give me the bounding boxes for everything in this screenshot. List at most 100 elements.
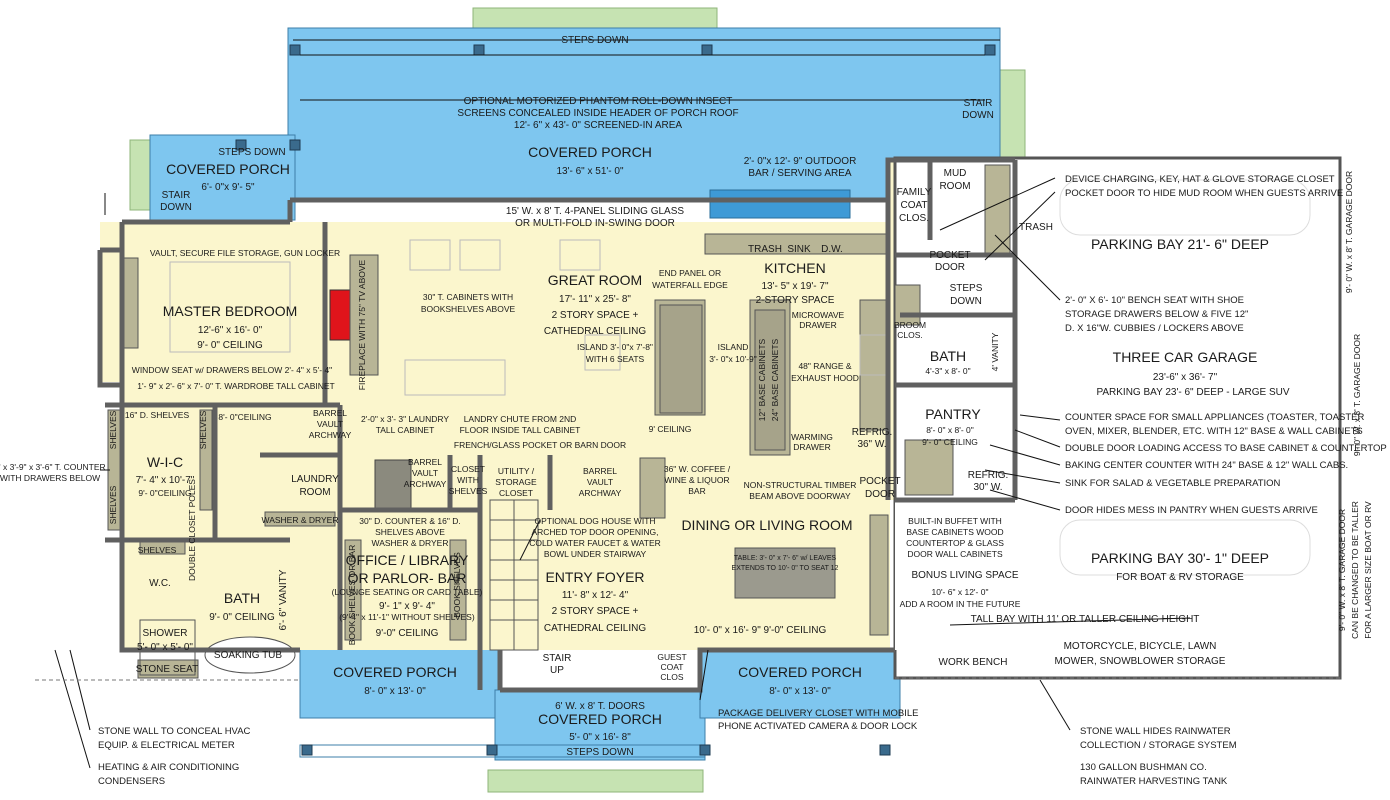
label-coffee-bar: 36" W. COFFEE / xyxy=(664,464,731,474)
svg-text:9'- 0" CEILING: 9'- 0" CEILING xyxy=(197,340,263,351)
label-dog-house: OPTIONAL DOG HOUSE WITH xyxy=(534,516,655,526)
labels: STEPS DOWN STAIR DOWN OPTIONAL MOTORIZED… xyxy=(0,35,1387,787)
svg-text:WITH DRAWERS BELOW: WITH DRAWERS BELOW xyxy=(0,473,100,483)
label-guest-coat: GUEST xyxy=(657,652,686,662)
svg-text:BOWL UNDER STAIRWAY: BOWL UNDER STAIRWAY xyxy=(544,549,647,559)
svg-text:COAT: COAT xyxy=(661,662,684,672)
label-laundry-cab: 2'-0" x 3'- 3" LAUNDRY xyxy=(361,414,449,424)
label-parking-23: PARKING BAY 23'- 6" DEEP - LARGE SUV xyxy=(1096,387,1289,398)
svg-text:DRAWER: DRAWER xyxy=(799,320,836,330)
label-trash: TRASH xyxy=(748,244,782,255)
label-package: PACKAGE DELIVERY CLOSET WITH MOBILE xyxy=(718,708,918,719)
svg-text:8'- 0" x 13'- 0": 8'- 0" x 13'- 0" xyxy=(364,686,426,697)
label-bushman: 130 GALLON BUSHMAN CO. xyxy=(1080,762,1207,773)
label-french-glass: FRENCH/GLASS POCKET OR BARN DOOR xyxy=(454,440,626,450)
svg-text:PHONE ACTIVATED CAMERA & DOOR: PHONE ACTIVATED CAMERA & DOOR LOCK xyxy=(718,721,918,732)
label-work-bench: WORK BENCH xyxy=(939,657,1008,668)
svg-text:6'- 0"x 9'- 5": 6'- 0"x 9'- 5" xyxy=(201,182,255,193)
label-door-hides: DOOR HIDES MESS IN PANTRY WHEN GUESTS AR… xyxy=(1065,505,1318,516)
svg-text:DOOR: DOOR xyxy=(865,489,895,500)
label-counter-space: COUNTER SPACE FOR SMALL APPLIANCES (TOAS… xyxy=(1065,412,1364,423)
walls xyxy=(97,157,1018,693)
svg-text:DRAWER: DRAWER xyxy=(793,442,830,452)
svg-text:OR PARLOR- BAR: OR PARLOR- BAR xyxy=(348,570,467,586)
svg-text:OR MULTI-FOLD IN-SWING DOOR: OR MULTI-FOLD IN-SWING DOOR xyxy=(515,218,675,229)
label-range: 48" RANGE & xyxy=(798,361,851,371)
svg-text:BOOKSHELVES ABOVE: BOOKSHELVES ABOVE xyxy=(421,304,516,314)
fireplace-surround xyxy=(349,254,379,376)
svg-text:2 STORY SPACE +: 2 STORY SPACE + xyxy=(552,606,639,617)
porch-areas xyxy=(149,27,1001,761)
label-base-12: 12" BASE CABINETS xyxy=(757,338,767,421)
label-counter-30: 30" D. COUNTER & 16" D. xyxy=(359,516,460,526)
label-motorcycle: MOTORCYCLE, BICYCLE, LAWN xyxy=(1064,641,1217,652)
svg-text:EQUIP. & ELECTRICAL METER: EQUIP. & ELECTRICAL METER xyxy=(98,740,235,751)
label-dining: DINING OR LIVING ROOM xyxy=(681,517,852,533)
svg-text:12'- 6" x 43'- 0" SCREENED-IN: 12'- 6" x 43'- 0" SCREENED-IN AREA xyxy=(514,120,683,131)
label-office: OFFICE / LIBRARY xyxy=(346,552,469,568)
svg-text:8'- 0" x 13'- 0": 8'- 0" x 13'- 0" xyxy=(769,686,831,697)
svg-text:ARCHED TOP DOOR OPENING,: ARCHED TOP DOOR OPENING, xyxy=(531,527,658,537)
furniture-outlines xyxy=(169,239,891,396)
svg-text:STORAGE DRAWERS BELOW & FIVE 1: STORAGE DRAWERS BELOW & FIVE 12" xyxy=(1065,309,1248,320)
svg-text:SHELVES: SHELVES xyxy=(449,486,488,496)
label-vault: VAULT, SECURE FILE STORAGE, GUN LOCKER xyxy=(150,248,340,258)
label-tall-bay: TALL BAY WITH 11' OR TALLER CEILING HEIG… xyxy=(971,614,1200,625)
label-dw: D.W. xyxy=(821,244,843,255)
svg-text:ROOM: ROOM xyxy=(299,487,330,498)
svg-text:(9'-4" x 11'-1" WITHOUT SHELVE: (9'-4" x 11'-1" WITHOUT SHELVES) xyxy=(339,612,475,622)
label-island-great: ISLAND 3'- 0"x 7'-8" xyxy=(577,342,653,352)
svg-text:9'- 1" x 9'- 4": 9'- 1" x 9'- 4" xyxy=(379,601,435,612)
label-pocket-mud: POCKET DOOR TO HIDE MUD ROOM WHEN GUESTS… xyxy=(1065,188,1343,199)
great-room-island xyxy=(659,304,703,414)
label-shower: SHOWER xyxy=(143,628,188,639)
label-left-counter: 2' x 3'-9" x 3'-6" T. COUNTER xyxy=(0,462,106,472)
label-porch-bottom: COVERED PORCH xyxy=(538,711,662,727)
label-trash-right: TRASH xyxy=(1019,222,1053,233)
svg-text:2 STORY SPACE +: 2 STORY SPACE + xyxy=(552,310,639,321)
label-phantom-note: OPTIONAL MOTORIZED PHANTOM ROLL-DOWN INS… xyxy=(464,96,733,107)
svg-text:10'- 6" x 12'- 0": 10'- 6" x 12'- 0" xyxy=(931,587,988,597)
label-left-steps-down: STEPS DOWN xyxy=(218,147,285,158)
label-timber-beam: NON-STRUCTURAL TIMBER xyxy=(744,480,857,490)
label-shelves-3: SHELVES xyxy=(108,485,118,524)
label-parking-21: PARKING BAY 21'- 6" DEEP xyxy=(1091,236,1269,252)
svg-text:DOOR WALL CABINETS: DOOR WALL CABINETS xyxy=(907,549,1003,559)
label-three-car: THREE CAR GARAGE xyxy=(1113,349,1258,365)
svg-text:UP: UP xyxy=(550,665,564,676)
label-covered-porch-top: COVERED PORCH xyxy=(528,144,652,160)
label-left-stair-down: STAIR xyxy=(162,190,191,201)
svg-text:COLLECTION / STORAGE SYSTEM: COLLECTION / STORAGE SYSTEM xyxy=(1080,740,1237,751)
label-stone-seat: STONE SEAT xyxy=(136,664,198,675)
label-cabinets-30: 30" T. CABINETS WITH xyxy=(423,292,513,302)
svg-text:DOOR: DOOR xyxy=(935,262,965,273)
svg-text:WATERFALL EDGE: WATERFALL EDGE xyxy=(652,280,728,290)
label-stone-rain: STONE WALL HIDES RAINWATER xyxy=(1080,726,1231,737)
svg-text:36" W.: 36" W. xyxy=(857,439,886,450)
svg-text:CLOS.: CLOS. xyxy=(899,213,929,224)
svg-text:DOWN: DOWN xyxy=(950,296,982,307)
label-laundry-chute: LANDRY CHUTE FROM 2ND xyxy=(464,414,577,424)
label-garage-door-3: 9'- 0" W. x 8' T. GARAGE DOOR xyxy=(1337,509,1347,631)
svg-text:23'-6" x 36'- 7": 23'-6" x 36'- 7" xyxy=(1153,372,1218,383)
label-steps-down-mud: STEPS xyxy=(950,283,983,294)
label-book-shelves: BOOK SHELVES OR BAR xyxy=(347,545,357,645)
svg-text:EXTENDS TO 10'- 0" TO SEAT 12: EXTENDS TO 10'- 0" TO SEAT 12 xyxy=(732,565,839,572)
svg-text:9'- 0" CEILING: 9'- 0" CEILING xyxy=(922,437,978,447)
label-island-kitchen: ISLAND xyxy=(718,342,749,352)
svg-text:4'-3" x 8'- 0": 4'-3" x 8'- 0" xyxy=(925,366,970,376)
svg-text:WITH: WITH xyxy=(457,475,479,485)
svg-text:3'- 0"x 10'-9": 3'- 0"x 10'-9" xyxy=(709,354,757,364)
label-great-room: GREAT ROOM xyxy=(548,272,642,288)
svg-text:RAINWATER HARVESTING TANK: RAINWATER HARVESTING TANK xyxy=(1080,776,1228,787)
label-device: DEVICE CHARGING, KEY, HAT & GLOVE STORAG… xyxy=(1065,174,1335,185)
label-double-door: DOUBLE DOOR LOADING ACCESS TO BASE CABIN… xyxy=(1065,443,1387,454)
svg-text:9'- 0"CEILING: 9'- 0"CEILING xyxy=(138,488,191,498)
label-stair-up: STAIR xyxy=(543,653,572,664)
label-vanity-6: 6'- 6" VANITY xyxy=(278,569,289,630)
label-bath-master: BATH xyxy=(224,590,260,606)
label-base-24: 24" BASE CABINETS xyxy=(770,338,780,421)
svg-text:9'- 0" CEILING: 9'- 0" CEILING xyxy=(209,612,275,623)
label-sink-salad: SINK FOR SALAD & VEGETABLE PREPARATION xyxy=(1065,478,1281,489)
svg-text:7'- 4" x 10'-7": 7'- 4" x 10'-7" xyxy=(136,475,195,486)
